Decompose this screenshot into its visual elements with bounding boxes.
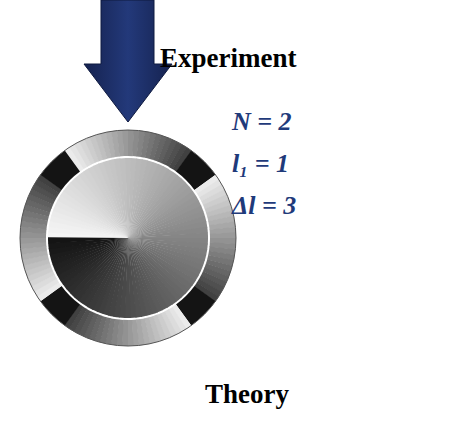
section-heading: Theory: [205, 380, 289, 410]
spiral-wedge: [128, 232, 208, 238]
parameter-label: l₁ = 1: [232, 150, 289, 179]
phase-plate: [20, 130, 236, 346]
parameter-label: Δl = 3: [232, 192, 296, 221]
ring-segment: [210, 232, 236, 238]
plate-rim: [20, 130, 236, 346]
spiral-wedge: [128, 227, 208, 238]
ring-segment: [127, 320, 133, 346]
spiral-wedge: [49, 238, 128, 255]
beam-arrow: [84, 0, 172, 122]
spiral-wedge: [48, 237, 128, 243]
ring-segment: [20, 237, 46, 243]
parameter-label: N = 2: [232, 108, 292, 137]
ring-segment: [122, 130, 128, 156]
spiral-wedge: [48, 238, 128, 249]
section-heading: Experiment: [160, 44, 296, 74]
spiral-wedge: [128, 221, 207, 238]
